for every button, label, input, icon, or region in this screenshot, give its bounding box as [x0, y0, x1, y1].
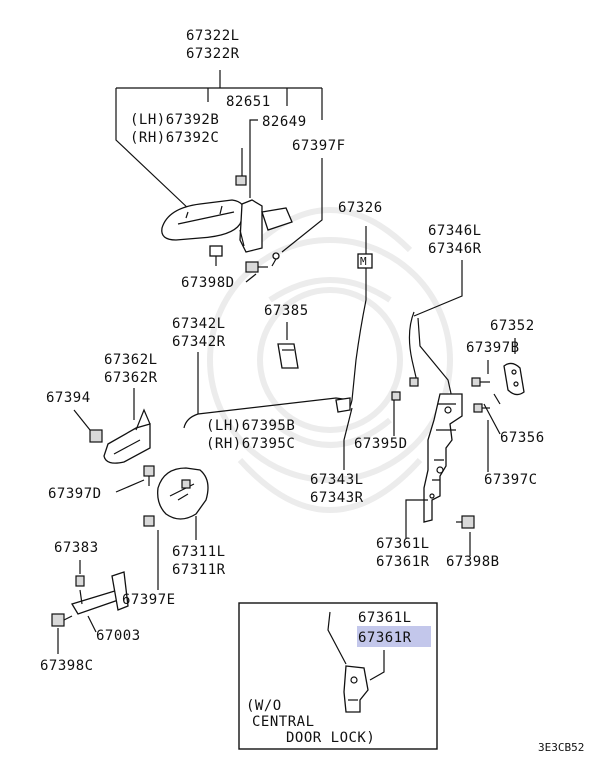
inset-label-67361r: 67361R: [358, 630, 412, 646]
bolt-67398b: [456, 515, 475, 529]
outside-door-handle: [161, 175, 247, 241]
label-67342: 67342L 67342R: [172, 316, 226, 350]
inside-handle-67362: [103, 408, 151, 464]
leader-67397f: [281, 158, 323, 253]
rod-67346: [408, 311, 453, 399]
svg-text:(LH)67395B: (LH)67395B: [206, 418, 295, 434]
label-67397c: 67397C: [484, 472, 538, 488]
screw-67397e: [143, 515, 155, 527]
part-67385: [277, 343, 299, 369]
label-67326: 67326: [338, 200, 383, 216]
leader-67343: [343, 407, 353, 470]
label-67383: 67383: [54, 540, 99, 556]
leader-67361: [405, 499, 428, 538]
svg-text:67361R: 67361R: [376, 554, 430, 570]
label-67356: 67356: [500, 430, 545, 446]
label-67362: 67362L 67362R: [104, 352, 158, 386]
inset-box: [238, 602, 438, 750]
door-check-67003: [71, 571, 129, 615]
svg-text:67322L: 67322L: [186, 28, 240, 44]
clip-67395d: [391, 391, 401, 401]
label-67397d: 67397D: [48, 486, 102, 502]
label-67352: 67352: [490, 318, 535, 334]
door-lock-actuator: [423, 393, 463, 523]
screw-67397d: [143, 465, 155, 486]
label-67394: 67394: [46, 390, 91, 406]
handle-bracket-assembly: [209, 199, 293, 267]
inset-leader: [369, 650, 385, 681]
handle-bezel-67311: [157, 467, 209, 520]
label-67398c: 67398C: [40, 658, 94, 674]
screw-67397b: [471, 377, 490, 387]
svg-text:67343L: 67343L: [310, 472, 364, 488]
diagram-code: 3E3CB52: [538, 741, 584, 754]
label-67361-main: 67361L 67361R: [376, 536, 430, 570]
svg-text:CENTRAL: CENTRAL: [252, 714, 315, 730]
label-67343: 67343L 67343R: [310, 472, 364, 506]
leader-67003: [87, 615, 97, 633]
svg-text:67342L: 67342L: [172, 316, 226, 332]
label-67395: (LH)67395B (RH)67395C: [206, 418, 295, 452]
svg-text:67322R: 67322R: [186, 46, 240, 62]
label-67397f: 67397F: [292, 138, 346, 154]
svg-text:67342R: 67342R: [172, 334, 226, 350]
svg-text:(RH)67392C: (RH)67392C: [130, 130, 219, 146]
label-67398d: 67398D: [181, 275, 235, 291]
svg-text:67346L: 67346L: [428, 223, 482, 239]
screw-67397c: [473, 403, 490, 413]
leader-67346: [413, 260, 463, 317]
label-67395d: 67395D: [354, 436, 408, 452]
label-67311: 67311L 67311R: [172, 544, 226, 578]
part-67394: [89, 429, 103, 443]
svg-text:67343R: 67343R: [310, 490, 364, 506]
screw-67383: [75, 575, 85, 587]
highlight-67361r: [357, 626, 431, 647]
inset-lock-actuator: [327, 611, 369, 713]
label-67003: 67003: [96, 628, 141, 644]
label-67385: 67385: [264, 303, 309, 319]
svg-text:(W/O: (W/O: [246, 698, 282, 714]
label-82649: 82649: [262, 114, 307, 130]
label-67322: 67322L 67322R: [186, 28, 240, 62]
leader-67397d: [115, 479, 145, 493]
clip-67395: [335, 397, 351, 413]
rod-clip: [409, 377, 419, 387]
label-67397b: 67397B: [466, 340, 520, 356]
inset-label-67361l: 67361L: [358, 610, 412, 626]
svg-text:(LH)67392B: (LH)67392B: [130, 112, 219, 128]
watermark-emblem: [207, 207, 453, 513]
label-67398b: 67398B: [446, 554, 500, 570]
rod-67342: [183, 397, 351, 429]
svg-text:M: M: [360, 255, 367, 268]
leader-82649: [249, 119, 258, 198]
label-67397e: 67397E: [122, 592, 176, 608]
svg-text:67362L: 67362L: [104, 352, 158, 368]
bolt-67398c: [51, 613, 73, 627]
label-67392: (LH)67392B (RH)67392C: [130, 112, 219, 146]
part-67352: [503, 362, 525, 396]
leader-67394: [73, 409, 91, 431]
label-82651: 82651: [226, 94, 271, 110]
leader-67356: [483, 393, 501, 435]
leader-67398d: [245, 273, 257, 283]
leader-67322: [115, 70, 323, 211]
svg-text:67346R: 67346R: [428, 241, 482, 257]
label-67346: 67346L 67346R: [428, 223, 482, 257]
inset-note: (W/O CENTRAL DOOR LOCK): [246, 698, 375, 746]
svg-text:67362R: 67362R: [104, 370, 158, 386]
svg-text:67361L: 67361L: [376, 536, 430, 552]
rod-67326: M: [345, 226, 373, 411]
svg-text:(RH)67395C: (RH)67395C: [206, 436, 295, 452]
svg-text:DOOR LOCK): DOOR LOCK): [286, 730, 375, 746]
svg-text:67311R: 67311R: [172, 562, 226, 578]
svg-text:67311L: 67311L: [172, 544, 226, 560]
bolt-67398d: [245, 261, 268, 273]
